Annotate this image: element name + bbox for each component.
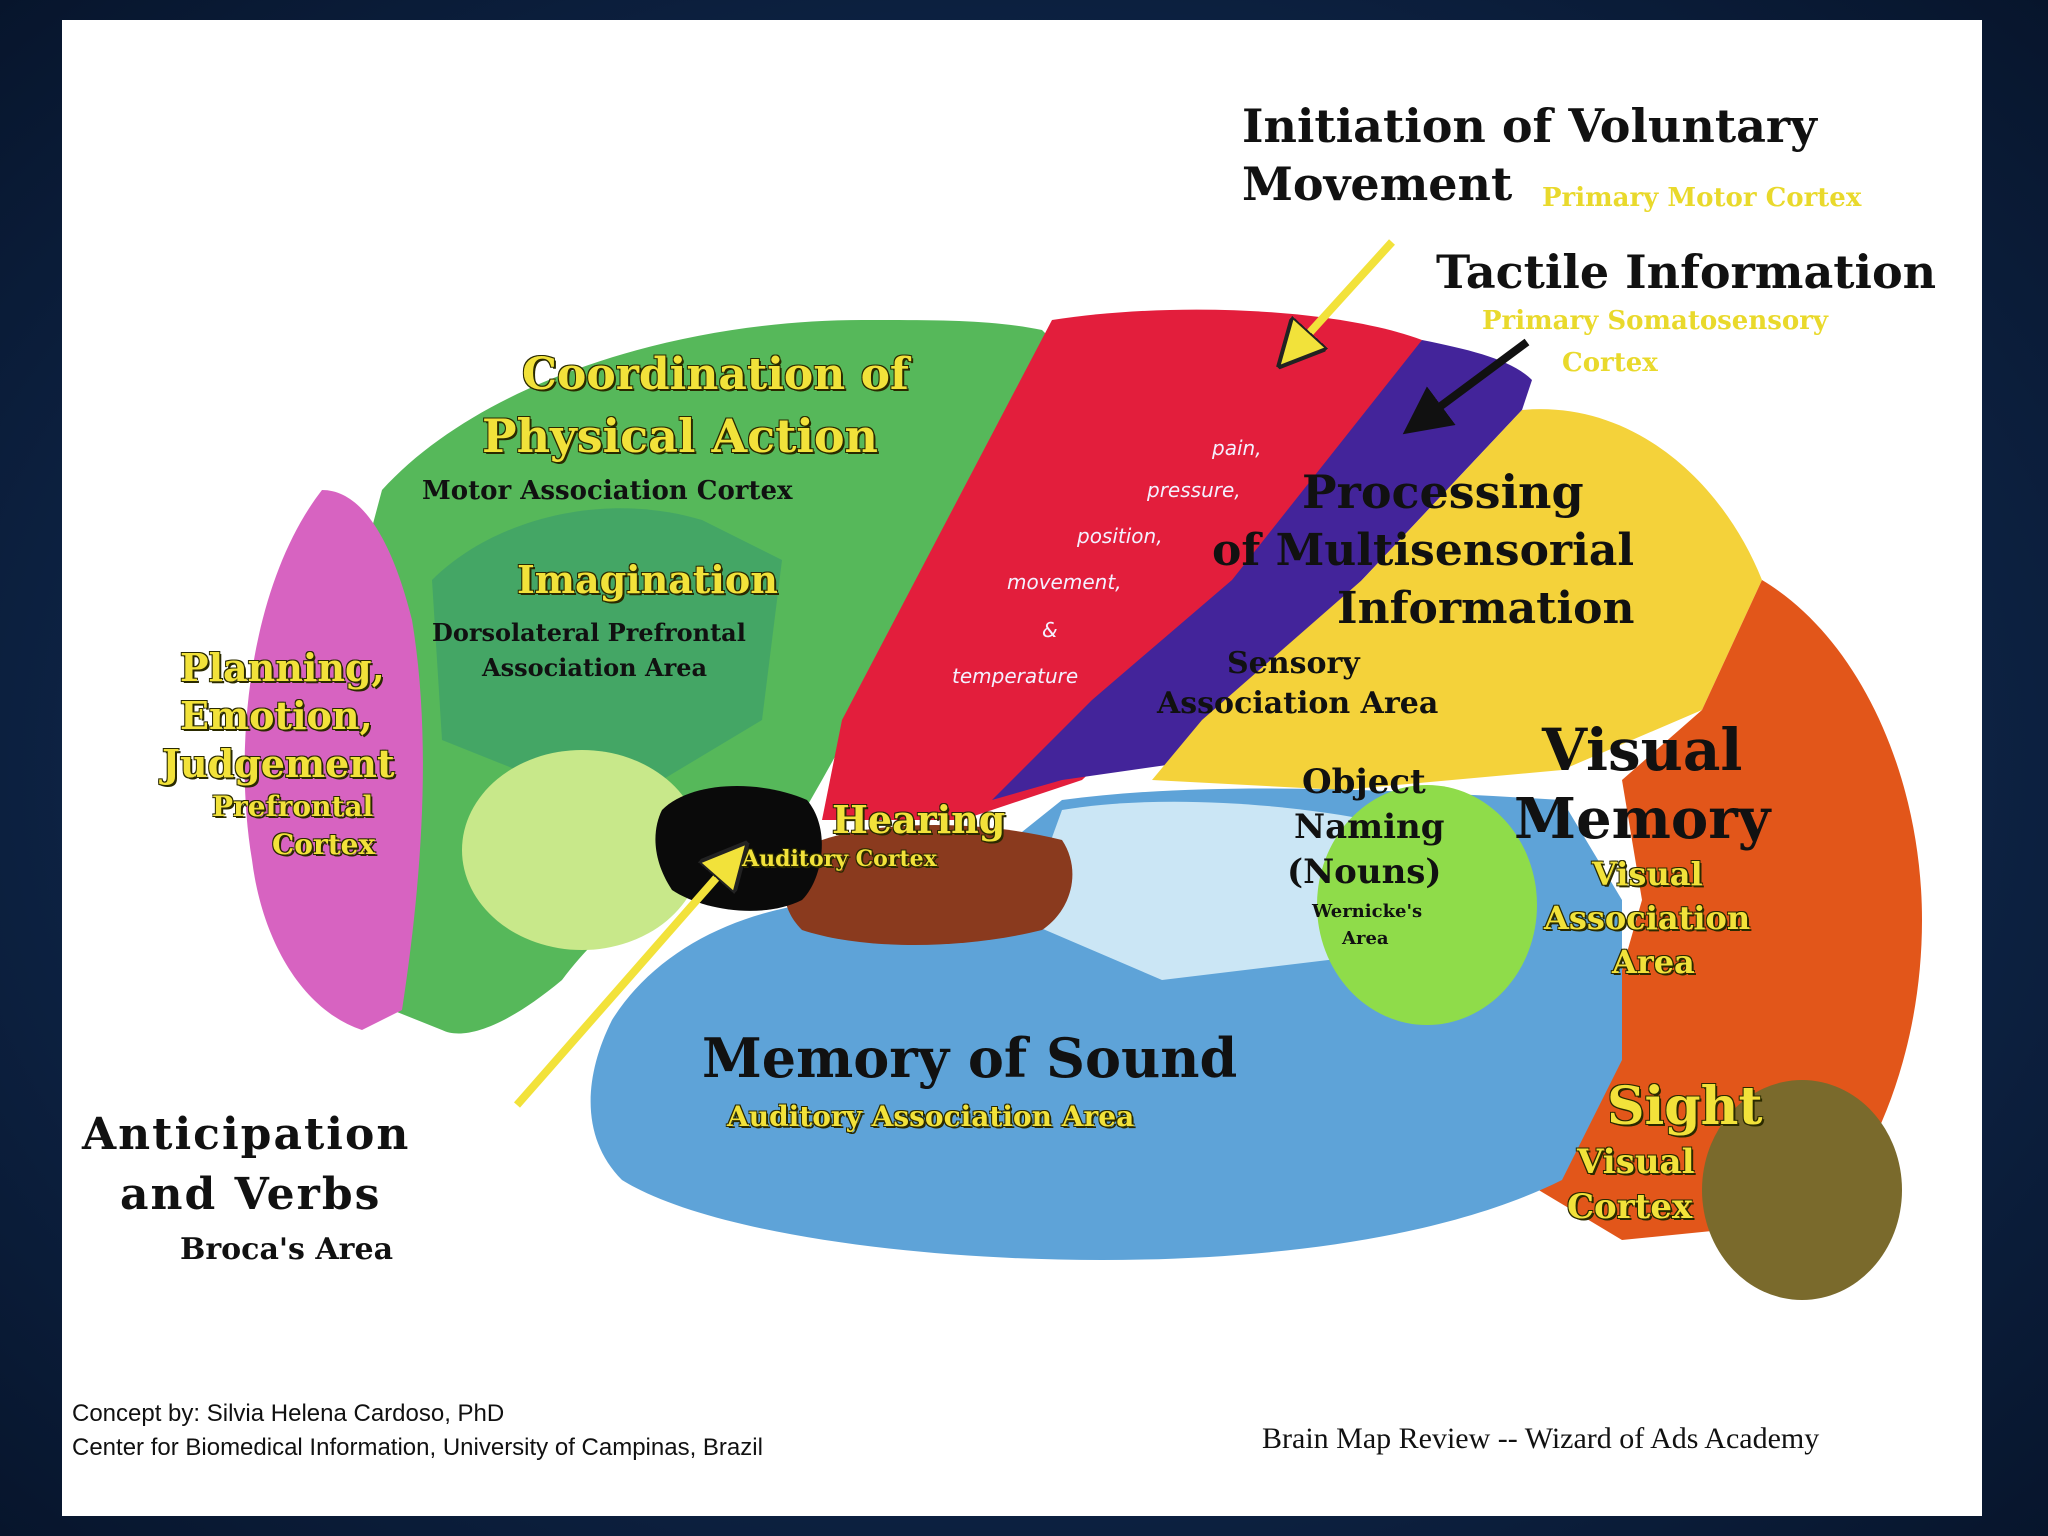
label-wernickes: Wernicke's: [1312, 901, 1423, 922]
label-judgement: Judgement: [162, 741, 395, 786]
visual-cortex-region: [1702, 1080, 1902, 1300]
credit-concept: Concept by: Silvia Helena Cardoso, PhD: [72, 1400, 505, 1427]
slide: Initiation of Voluntary Movement Primary…: [62, 20, 1982, 1516]
credit-brain-map-review: Brain Map Review -- Wizard of Ads Academ…: [1262, 1422, 1820, 1455]
auditory-cortex-region: [784, 825, 1073, 945]
label-visual: Visual: [1542, 716, 1743, 784]
label-of-multisensorial: of Multisensorial: [1212, 525, 1635, 576]
visual-association-region: [1522, 580, 1922, 1240]
label-dorsolateral-prefrontal: Dorsolateral Prefrontal: [432, 618, 746, 647]
label-movement-small: movement,: [1007, 570, 1122, 594]
label-physical-action: Physical Action: [482, 409, 878, 463]
label-somatosensory-cortex: Cortex: [1562, 348, 1658, 378]
label-visual-assoc-3: Area: [1612, 943, 1695, 981]
label-primary-somatosensory: Primary Somatosensory: [1482, 306, 1829, 336]
label-initiation-voluntary: Initiation of Voluntary: [1242, 99, 1817, 153]
label-hearing: Hearing: [832, 797, 1006, 842]
label-tactile-information: Tactile Information: [1436, 245, 1937, 299]
label-coordination-of: Coordination of: [522, 349, 909, 400]
label-object: Object: [1302, 762, 1426, 802]
label-ampersand: &: [1042, 618, 1058, 642]
somatosensory-region: [992, 340, 1532, 800]
light-green-gyrus: [462, 750, 702, 950]
label-prefrontal-cortex: Cortex: [272, 828, 376, 861]
label-visual-cortex-2: Cortex: [1567, 1187, 1693, 1227]
label-auditory-cortex: Auditory Cortex: [742, 846, 937, 872]
label-planning: Planning,: [180, 645, 385, 690]
label-prefrontal: Prefrontal: [212, 790, 374, 823]
label-memory-of-sound: Memory of Sound: [702, 1026, 1238, 1090]
label-nouns: (Nouns): [1287, 852, 1442, 892]
label-association-area: Association Area: [482, 653, 708, 682]
label-sensory-association-area: Association Area: [1157, 686, 1439, 721]
label-naming: Naming: [1294, 807, 1445, 847]
label-position: position,: [1077, 524, 1163, 548]
label-primary-motor-cortex: Primary Motor Cortex: [1542, 183, 1862, 213]
label-wernicke-area: Area: [1342, 928, 1389, 949]
wernicke-region: [1317, 785, 1537, 1025]
label-and-verbs: and Verbs: [120, 1169, 382, 1220]
multisensory-region: [1152, 409, 1762, 790]
label-emotion: Emotion,: [180, 693, 373, 738]
label-visual-assoc-1: Visual: [1592, 855, 1703, 893]
label-brocas-area: Broca's Area: [180, 1232, 394, 1267]
auditory-light-patch: [1022, 801, 1412, 980]
credit-center: Center for Biomedical Information, Unive…: [72, 1434, 763, 1461]
label-movement: Movement: [1242, 157, 1513, 211]
dorsolateral-region: [432, 508, 782, 780]
arrow-voluntary: [1294, 239, 1395, 350]
primary-motor-region: [822, 309, 1422, 820]
brain-diagram: [244, 239, 1922, 1300]
label-motor-association-cortex: Motor Association Cortex: [422, 476, 793, 506]
label-visual-cortex-1: Visual: [1577, 1142, 1695, 1182]
label-sight: Sight: [1607, 1076, 1763, 1137]
label-pressure: pressure,: [1147, 478, 1241, 502]
label-auditory-association-area: Auditory Association Area: [727, 1100, 1135, 1133]
label-visual-assoc-2: Association: [1544, 899, 1751, 937]
label-imagination: Imagination: [517, 557, 778, 602]
prefrontal-region: [244, 490, 423, 1030]
label-sensory: Sensory: [1227, 646, 1360, 681]
label-anticipation: Anticipation: [82, 1109, 411, 1160]
arrow-tactile: [1402, 338, 1530, 435]
label-information: Information: [1337, 583, 1635, 634]
label-temperature: temperature: [952, 664, 1079, 688]
label-processing: Processing: [1302, 465, 1584, 519]
arrow-broca: [513, 860, 732, 1108]
label-pain: pain,: [1212, 436, 1262, 460]
label-memory: Memory: [1514, 786, 1771, 852]
